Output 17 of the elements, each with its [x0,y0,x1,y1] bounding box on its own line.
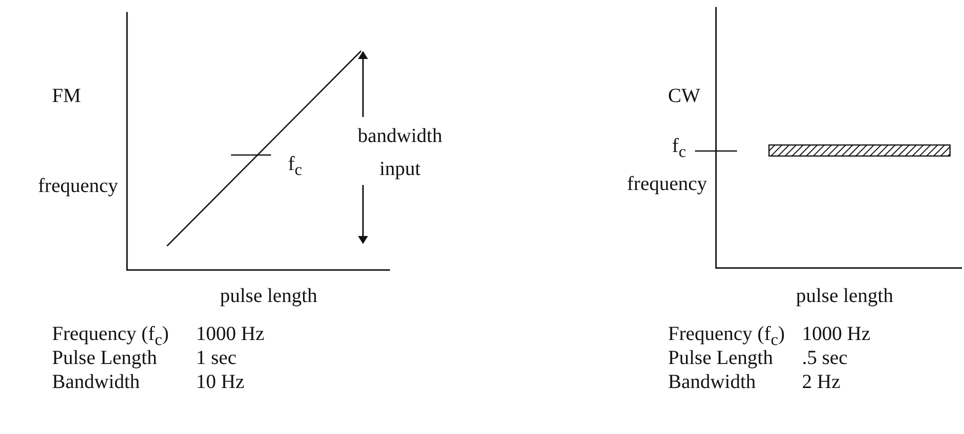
axis-label: pulse length [796,284,894,308]
panel-title: CW [668,84,700,108]
panel-title: FM [52,84,81,108]
axis-label: frequency [38,174,118,198]
table-value: 10 Hz [196,370,244,394]
table-value: 1000 Hz [196,322,264,346]
table-value: 1000 Hz [802,322,870,346]
table-label: Bandwidth [668,370,756,394]
axis-marker-label: f$_{c}$ [288,152,302,181]
axis-label: pulse length [220,284,318,308]
axis-marker-label: f$_{c}$ [672,134,686,163]
table-value: 2 Hz [802,370,840,394]
table-value: .5 sec [802,346,848,370]
table-value: 1 sec [196,346,237,370]
annotation-text: bandwidth input [356,124,444,182]
table-label: Bandwidth [52,370,140,394]
axis-label: frequency [627,172,707,196]
